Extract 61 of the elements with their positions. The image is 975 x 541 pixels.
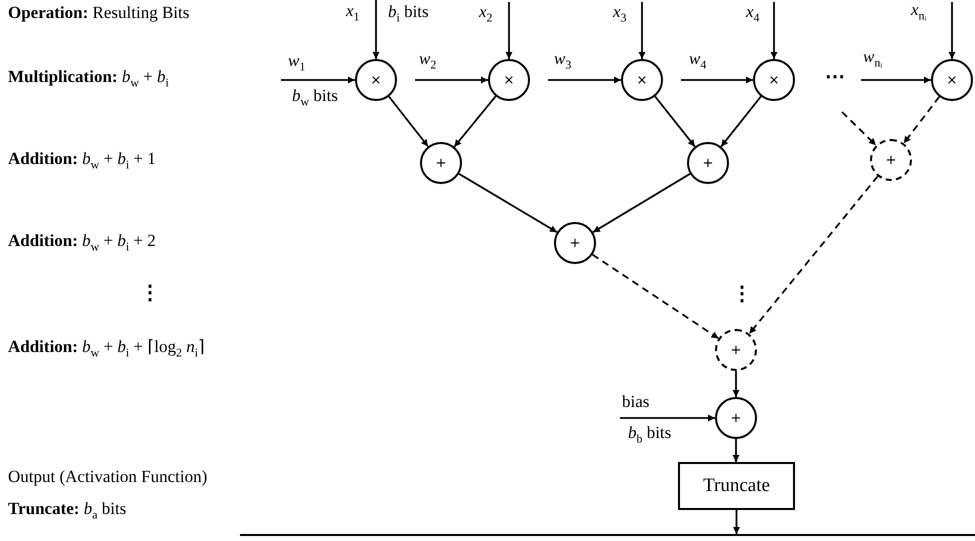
arrow <box>415 76 488 84</box>
operator-symbol: × <box>636 74 648 86</box>
arrow <box>506 2 512 59</box>
arrow <box>638 2 646 59</box>
arrow <box>454 96 496 148</box>
arrow <box>720 96 762 148</box>
operator-circle <box>753 59 795 101</box>
arrow <box>654 96 696 148</box>
arrow <box>770 2 778 59</box>
process-box <box>678 462 795 510</box>
operator-circle <box>621 59 663 101</box>
bits-formula: Multiplication: b$_{w}$ + b$_{i}$ <box>8 68 169 90</box>
bit-width-label: b$_{b}$ bits <box>628 424 672 446</box>
operation-label: Operation: Resulting Bits <box>8 4 190 23</box>
arrow <box>281 76 355 84</box>
arrow <box>732 371 740 397</box>
vertical-ellipsis: ⋮ <box>140 282 160 304</box>
bits-formula: Truncate: b$_{a}$ bits <box>8 500 126 522</box>
vertical-ellipsis: ⋮ <box>732 283 752 305</box>
box-label: Truncate <box>703 475 770 497</box>
arrow <box>372 0 380 59</box>
bits-formula: Addition: b$_{w}$ + b$_{i}$ + ⌈log$_{2}$ n$_{i}$⌉ <box>8 338 205 360</box>
bits-formula: Addition: b$_{w}$ + b$_{i}$ + 2 <box>8 232 156 254</box>
arrow <box>548 76 621 84</box>
dashed-adder-circle <box>870 139 912 181</box>
operator-circle <box>931 59 973 101</box>
operator-symbol: + <box>730 412 742 424</box>
operator-circle <box>554 222 596 264</box>
operator-circle <box>355 59 397 101</box>
arrow <box>592 173 690 233</box>
arrow <box>748 176 878 334</box>
operator-symbol: × <box>370 74 382 86</box>
arrow <box>620 414 715 422</box>
arrow <box>861 76 931 84</box>
arrow <box>388 96 429 148</box>
output-line <box>240 534 975 536</box>
bit-width-label: b$_{w}$ bits <box>292 87 338 108</box>
operator-symbol: + <box>730 344 742 356</box>
operator-symbol: × <box>768 74 780 86</box>
operator-circle <box>488 59 530 101</box>
operator-circle <box>715 397 757 439</box>
operator-symbol: + <box>570 236 580 250</box>
operator-circle <box>420 142 462 184</box>
arrow <box>458 173 558 233</box>
horizontal-ellipsis: ⋯ <box>825 66 845 88</box>
operator-symbol: × <box>946 74 958 86</box>
arrow <box>902 96 940 144</box>
bit-width-label: b$_{i}$ bits <box>388 3 429 24</box>
output-label: Output (Activation Function) <box>8 468 208 487</box>
bits-formula: Addition: b$_{w}$ + b$_{i}$ + 1 <box>8 150 156 172</box>
operator-circle <box>687 142 729 184</box>
arrow <box>948 2 956 59</box>
arrow <box>592 254 719 340</box>
operator-symbol: × <box>504 74 514 86</box>
arrow <box>681 76 753 84</box>
operator-symbol: + <box>702 156 714 170</box>
arrow <box>732 439 740 462</box>
operator-symbol: + <box>436 156 446 170</box>
arrow <box>841 111 877 146</box>
arrow <box>733 510 740 534</box>
operator-symbol: + <box>886 154 896 166</box>
